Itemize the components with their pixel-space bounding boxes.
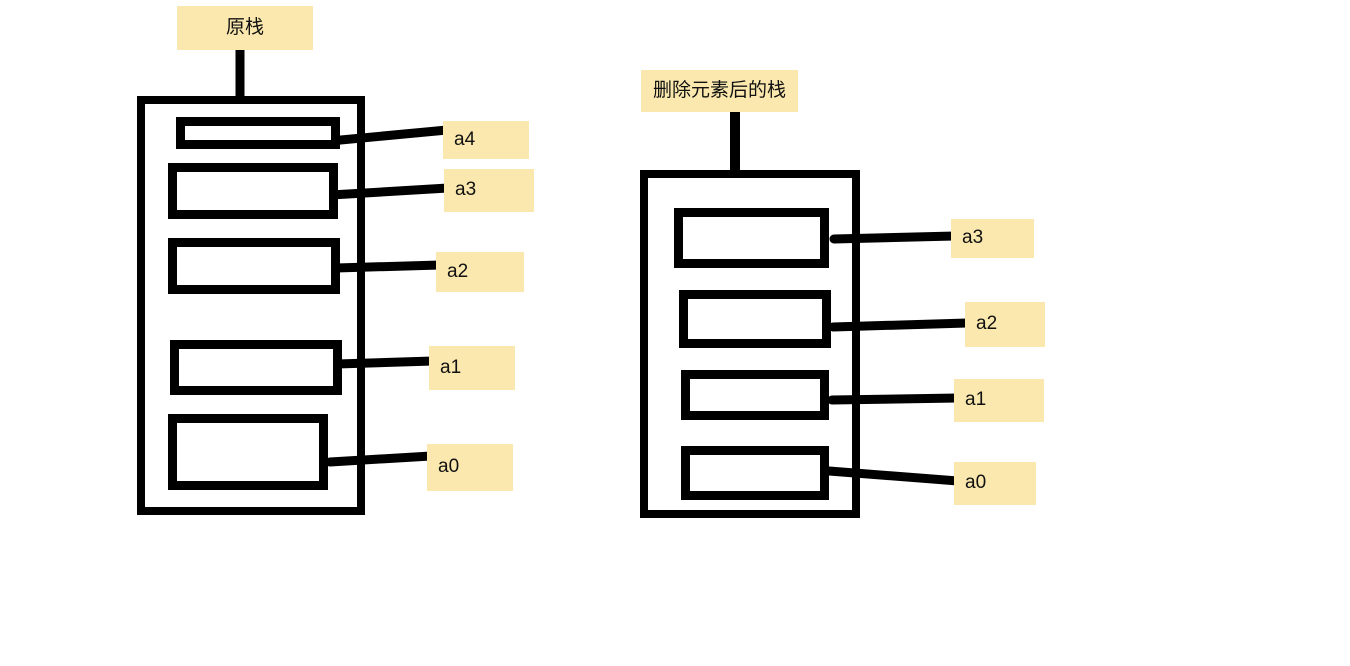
- stack-cell-original-a1: [170, 340, 342, 395]
- stack-cell-after-a1: [681, 370, 829, 420]
- stack-cell-original-a4: [176, 117, 340, 149]
- cell-label-original-a4: a4: [443, 121, 529, 159]
- cell-label-after-a3: a3: [951, 219, 1034, 258]
- cell-label-original-a3: a3: [444, 169, 534, 212]
- stack-frame-after-deletion: [640, 170, 860, 518]
- cell-label-after-a2: a2: [965, 302, 1045, 347]
- stack-cell-original-a2: [168, 238, 340, 294]
- panel-title-after-deletion: 删除元素后的栈: [641, 70, 798, 112]
- stack-cell-original-a3: [168, 163, 338, 219]
- cell-label-original-a0: a0: [427, 444, 513, 491]
- cell-label-original-a2: a2: [436, 252, 524, 292]
- cell-label-after-a0: a0: [954, 462, 1036, 505]
- cell-label-original-a1: a1: [429, 346, 515, 390]
- stack-cell-after-a2: [679, 290, 831, 348]
- stack-cell-after-a3: [674, 208, 829, 268]
- stack-cell-original-a0: [168, 414, 328, 490]
- panel-title-original-stack: 原栈: [177, 6, 313, 50]
- stack-frame-original: [137, 96, 365, 515]
- cell-label-after-a1: a1: [954, 379, 1044, 422]
- stack-cell-after-a0: [681, 446, 829, 500]
